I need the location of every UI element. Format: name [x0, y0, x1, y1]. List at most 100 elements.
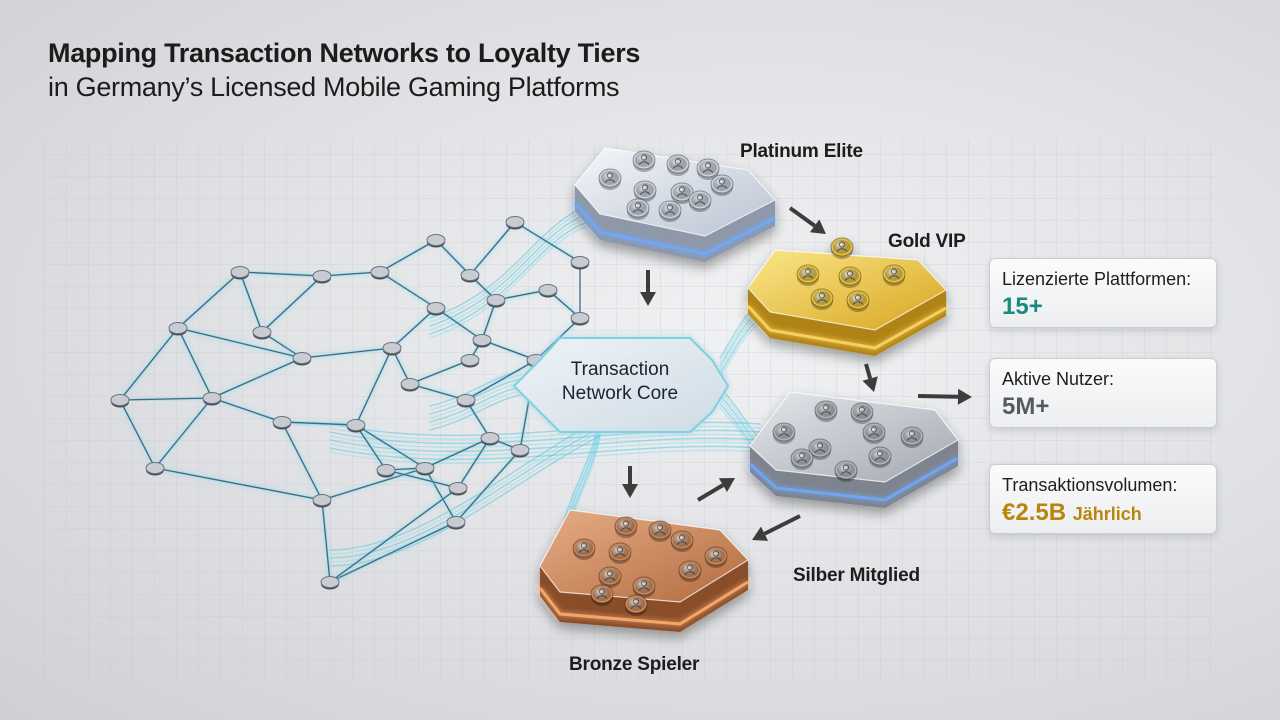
- core-label-line1: Transaction: [570, 359, 670, 380]
- mesh-edge: [385, 469, 459, 489]
- arrow-shaft: [917, 394, 959, 399]
- user-icon-body: [702, 169, 714, 173]
- stat-label: Lizenzierte Plattformen:: [1002, 269, 1192, 289]
- stream-line: [429, 390, 521, 427]
- mesh-edge: [409, 383, 467, 401]
- user-icon-head: [640, 154, 648, 161]
- mesh-edge: [211, 357, 303, 399]
- tier-glow-edge: [748, 456, 959, 502]
- user-icon-body: [684, 571, 696, 575]
- user-icon-body: [874, 457, 886, 461]
- user-icon-body: [578, 549, 590, 553]
- arrow-head: [809, 219, 826, 234]
- mesh-edge: [481, 339, 537, 361]
- tier-block-platinum: [573, 147, 776, 262]
- mesh-node: [312, 270, 332, 282]
- user-icon-head: [640, 580, 648, 587]
- mesh-edge: [321, 467, 426, 501]
- stat-card-users: Aktive Nutzer: 5M+: [989, 358, 1217, 428]
- stat-card-volume: Transaktionsvolumen: €2.5B Jährlich: [989, 464, 1217, 534]
- mesh-edge: [239, 271, 323, 277]
- stream-line: [429, 386, 521, 423]
- user-icon-head: [678, 186, 686, 193]
- mesh-edge: [379, 239, 437, 273]
- mesh-edge: [355, 424, 426, 469]
- stream-line: [329, 437, 761, 453]
- mesh-node: [460, 269, 480, 281]
- stream-line: [329, 449, 761, 465]
- mesh-node: [110, 394, 130, 406]
- user-icon-body: [620, 527, 632, 531]
- mesh-edge: [177, 271, 241, 329]
- mesh-edge: [469, 221, 516, 276]
- arrow-platinum-to-gold: [788, 206, 826, 234]
- stat-value: 15+: [1002, 293, 1043, 320]
- mesh-edge: [261, 275, 323, 333]
- user-icon-head: [890, 268, 898, 275]
- user-icon-head: [780, 426, 788, 433]
- mesh-node: [382, 342, 402, 354]
- user-icon-head: [804, 268, 812, 275]
- page-title: Mapping Transaction Networks to Loyalty …: [48, 38, 641, 68]
- tier-block-silber: [748, 391, 959, 508]
- user-icon-head: [816, 442, 824, 449]
- arrow-shaft: [696, 483, 724, 502]
- mesh-node: [376, 464, 396, 476]
- mesh-node: [570, 312, 590, 324]
- user-icon-body: [630, 605, 642, 609]
- mesh-edge: [391, 307, 437, 349]
- arrow-shaft: [788, 206, 816, 228]
- user-icon-body: [852, 301, 864, 305]
- user-icon-head: [870, 426, 878, 433]
- mesh-node: [570, 256, 590, 268]
- user-icon-body: [820, 411, 832, 415]
- user-icon-body: [638, 587, 650, 591]
- mesh-node: [472, 334, 492, 346]
- tier-label-silber: Silber Mitglied: [793, 565, 920, 586]
- mesh-edge: [119, 397, 213, 401]
- stream-line: [329, 441, 761, 457]
- arrow-head: [718, 478, 735, 493]
- mesh-edge: [455, 449, 521, 523]
- stream-line: [329, 425, 761, 441]
- mesh-node: [312, 494, 332, 506]
- user-icon-head: [674, 158, 682, 165]
- user-icon-head: [696, 194, 704, 201]
- mesh-edge: [301, 347, 393, 359]
- mesh-node: [400, 378, 420, 390]
- flow-arrows: [622, 206, 972, 541]
- user-icon-body: [840, 471, 852, 475]
- mesh-node: [538, 284, 558, 296]
- mesh-edge: [424, 437, 491, 469]
- user-icon-head: [718, 178, 726, 185]
- user-icon-body: [614, 553, 626, 557]
- mesh-edge: [177, 327, 303, 359]
- mesh-node: [370, 266, 390, 278]
- user-icon-head: [908, 430, 916, 437]
- mesh-edge: [211, 397, 283, 423]
- arrow-head: [752, 526, 769, 541]
- arrow-core-to-bronze: [622, 466, 638, 498]
- stream-line: [429, 394, 521, 431]
- mesh-node: [510, 444, 530, 456]
- mesh-node: [272, 416, 292, 428]
- mesh-edge: [465, 359, 537, 401]
- stream-line: [429, 382, 521, 419]
- stream-line: [429, 210, 601, 327]
- stat-value-wrap: €2.5B Jährlich: [1002, 499, 1204, 527]
- user-icon-body: [836, 248, 848, 252]
- user-icon-body: [654, 531, 666, 535]
- user-icon-head: [686, 564, 694, 571]
- user-icon-head: [858, 406, 866, 413]
- mesh-edge: [355, 424, 387, 471]
- stream-line: [329, 423, 601, 555]
- stream-line: [329, 419, 601, 551]
- arrow-head: [622, 484, 638, 498]
- arrow-platinum-to-core: [640, 270, 656, 306]
- stream-line: [429, 218, 601, 335]
- stream-line: [329, 429, 761, 445]
- user-icon-body: [796, 459, 808, 463]
- stat-label: Transaktionsvolumen:: [1002, 475, 1178, 495]
- user-icon-head: [854, 294, 862, 301]
- user-icon-body: [814, 449, 826, 453]
